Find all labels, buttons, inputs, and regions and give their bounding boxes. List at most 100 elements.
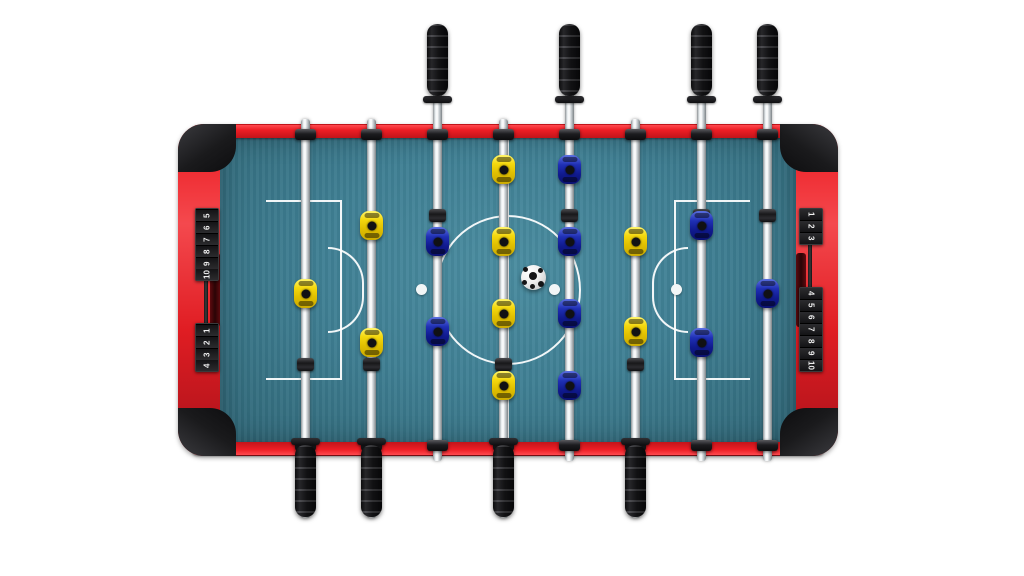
player-figure-yellow[interactable]	[492, 155, 515, 184]
scoreboard-digit: 7	[800, 324, 822, 336]
penalty-arc-right	[652, 247, 688, 333]
player-rod[interactable]	[301, 119, 310, 518]
handle-flange	[753, 96, 782, 103]
handle-grip[interactable]	[691, 24, 712, 96]
rod-bearing	[691, 440, 712, 451]
player-rod[interactable]	[367, 119, 376, 518]
scoreboard-digit: 7	[196, 233, 218, 245]
goal-mouth-left	[210, 253, 220, 327]
penalty-arc-left	[328, 247, 364, 333]
player-figure-blue[interactable]	[426, 317, 449, 346]
rod-bearing	[757, 129, 778, 140]
rod-bearing	[427, 129, 448, 140]
rod-handle[interactable]	[753, 24, 782, 103]
scoreboard-digit: 10	[800, 360, 822, 371]
handle-flange	[555, 96, 584, 103]
handle-flange	[621, 438, 650, 445]
rod-bearing	[691, 129, 712, 140]
player-figure-yellow[interactable]	[492, 371, 515, 400]
rod-handle[interactable]	[357, 438, 386, 517]
handle-grip[interactable]	[559, 24, 580, 96]
handle-flange	[357, 438, 386, 445]
handle-grip[interactable]	[295, 445, 316, 517]
rod-handle[interactable]	[555, 24, 584, 103]
handle-grip[interactable]	[427, 24, 448, 96]
rod-stop-collar	[627, 358, 644, 371]
scoreboard-digit: 1	[800, 209, 822, 221]
player-rod[interactable]	[433, 58, 442, 461]
player-rod[interactable]	[763, 58, 772, 461]
player-figure-blue[interactable]	[558, 299, 581, 328]
player-rod[interactable]	[565, 58, 574, 461]
rod-handle[interactable]	[621, 438, 650, 517]
handle-grip[interactable]	[757, 24, 778, 96]
scoreboard-track-left	[204, 208, 208, 372]
corner-cap-bottom-left	[178, 408, 236, 456]
rod-handle[interactable]	[687, 24, 716, 103]
rod-bearing	[559, 129, 580, 140]
player-figure-yellow[interactable]	[624, 317, 647, 346]
scoreboard-digit: 8	[800, 336, 822, 348]
scoreboard-digit: 9	[800, 348, 822, 360]
rod-bearing	[757, 440, 778, 451]
scoreboard-digit: 4	[196, 360, 218, 371]
player-figure-blue[interactable]	[426, 227, 449, 256]
scoreboard-digit: 6	[800, 312, 822, 324]
penalty-spot-left	[416, 284, 427, 295]
rod-handle[interactable]	[291, 438, 320, 517]
handle-grip[interactable]	[361, 445, 382, 517]
rod-bearing	[625, 129, 646, 140]
scoreboard-digit: 4	[800, 288, 822, 300]
rod-stop-collar	[297, 358, 314, 371]
rod-bearing	[427, 440, 448, 451]
handle-flange	[489, 438, 518, 445]
scoreboard-digit: 1	[196, 324, 218, 336]
handle-grip[interactable]	[493, 445, 514, 517]
rod-handle[interactable]	[423, 24, 452, 103]
rod-bearing	[361, 129, 382, 140]
player-figure-blue[interactable]	[690, 328, 713, 357]
player-figure-blue[interactable]	[690, 211, 713, 240]
scoreboard-digit: 8	[196, 245, 218, 257]
player-figure-yellow[interactable]	[360, 328, 383, 357]
rod-stop-collar	[759, 209, 776, 222]
handle-flange	[687, 96, 716, 103]
scoreboard-digit: 3	[800, 233, 822, 244]
corner-cap-top-left	[178, 124, 236, 172]
rod-stop-collar	[561, 209, 578, 222]
handle-flange	[291, 438, 320, 445]
player-figure-blue[interactable]	[756, 279, 779, 308]
player-figure-blue[interactable]	[558, 227, 581, 256]
rod-bearing	[559, 440, 580, 451]
soccer-ball[interactable]	[521, 265, 546, 290]
scoreboard-digit: 3	[196, 348, 218, 360]
scoreboard-digit: 2	[800, 221, 822, 233]
player-figure-yellow[interactable]	[294, 279, 317, 308]
scoreboard-digit: 5	[800, 300, 822, 312]
rod-handle[interactable]	[489, 438, 518, 517]
handle-grip[interactable]	[625, 445, 646, 517]
scoreboard-digit: 6	[196, 221, 218, 233]
rod-stop-collar	[495, 358, 512, 371]
player-figure-yellow[interactable]	[492, 299, 515, 328]
player-figure-yellow[interactable]	[492, 227, 515, 256]
penalty-spot-right	[671, 284, 682, 295]
player-figure-yellow[interactable]	[624, 227, 647, 256]
rod-bearing	[493, 129, 514, 140]
scoreboard-digit: 9	[196, 257, 218, 269]
scoreboard-digit: 10	[196, 269, 218, 280]
rod-bearing	[295, 129, 316, 140]
player-figure-blue[interactable]	[558, 155, 581, 184]
player-figure-yellow[interactable]	[360, 211, 383, 240]
center-spot	[549, 284, 560, 295]
player-figure-blue[interactable]	[558, 371, 581, 400]
player-rod[interactable]	[697, 58, 706, 461]
corner-cap-top-right	[780, 124, 838, 172]
corner-cap-bottom-right	[780, 408, 838, 456]
